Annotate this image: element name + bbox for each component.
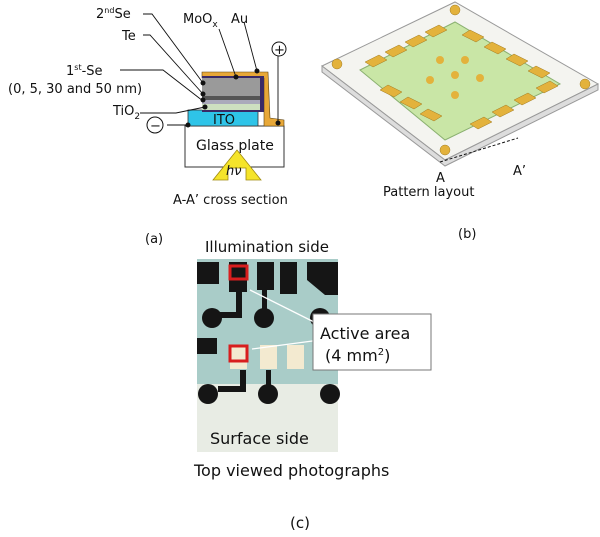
top-device-electrodes [197,262,340,404]
plus-sign: + [274,43,285,58]
callout-arrows [249,289,321,350]
cross-section-diagram: Glass plate ITO + − hν 2ndS [8,6,288,247]
first-se-layer [202,100,260,104]
moox-label: MoOx [183,12,218,30]
active-dots [426,56,484,99]
te-layer [202,96,260,100]
plus-terminal-icon [271,41,287,57]
photographs: Illumination side Active area (4 mm2) Su… [193,238,432,532]
bottom-device-electrodes [230,345,304,369]
first-se-thickness: (0, 5, 30 and 50 nm) [8,82,142,97]
pattern-layout-diagram: A A’ Pattern layout (b) [321,1,600,242]
active-area-callout [312,313,432,371]
illumination-side-label: Illumination side [205,238,329,256]
light-label: hν [226,164,242,179]
marker-a-prime: A’ [513,164,526,179]
minus-sign: − [150,119,161,134]
second-se-label: 2ndSe [96,6,131,22]
active-area-marker-bottom [228,344,249,363]
glass-plate-label: Glass plate [196,138,274,154]
minus-terminal-icon [146,116,164,134]
section-line [439,137,519,163]
second-se-layer [202,78,260,96]
pattern-layout-caption: Pattern layout [383,185,474,200]
cross-section-caption: A-A’ cross section [173,193,288,208]
callout-line1: Active area [320,324,410,343]
te-label: Te [121,29,136,44]
active-area-marker-top [228,264,249,281]
panel-c-label: (c) [290,514,310,532]
marker-a: A [436,171,445,186]
electrode-pads [331,4,591,156]
light-arrow-icon [212,149,262,181]
photographs-caption: Top viewed photographs [193,461,389,480]
panel-b-label: (b) [458,227,476,242]
panel-a-label: (a) [145,232,163,247]
surface-side-label: Surface side [210,429,309,448]
au-label: Au [231,12,248,27]
callout-line2: (4 mm2) [325,346,390,365]
first-se-label: 1st-Se [66,63,103,79]
tio2-layer [202,104,260,110]
tio2-label: TiO2 [112,104,140,122]
ito-label: ITO [213,113,235,128]
